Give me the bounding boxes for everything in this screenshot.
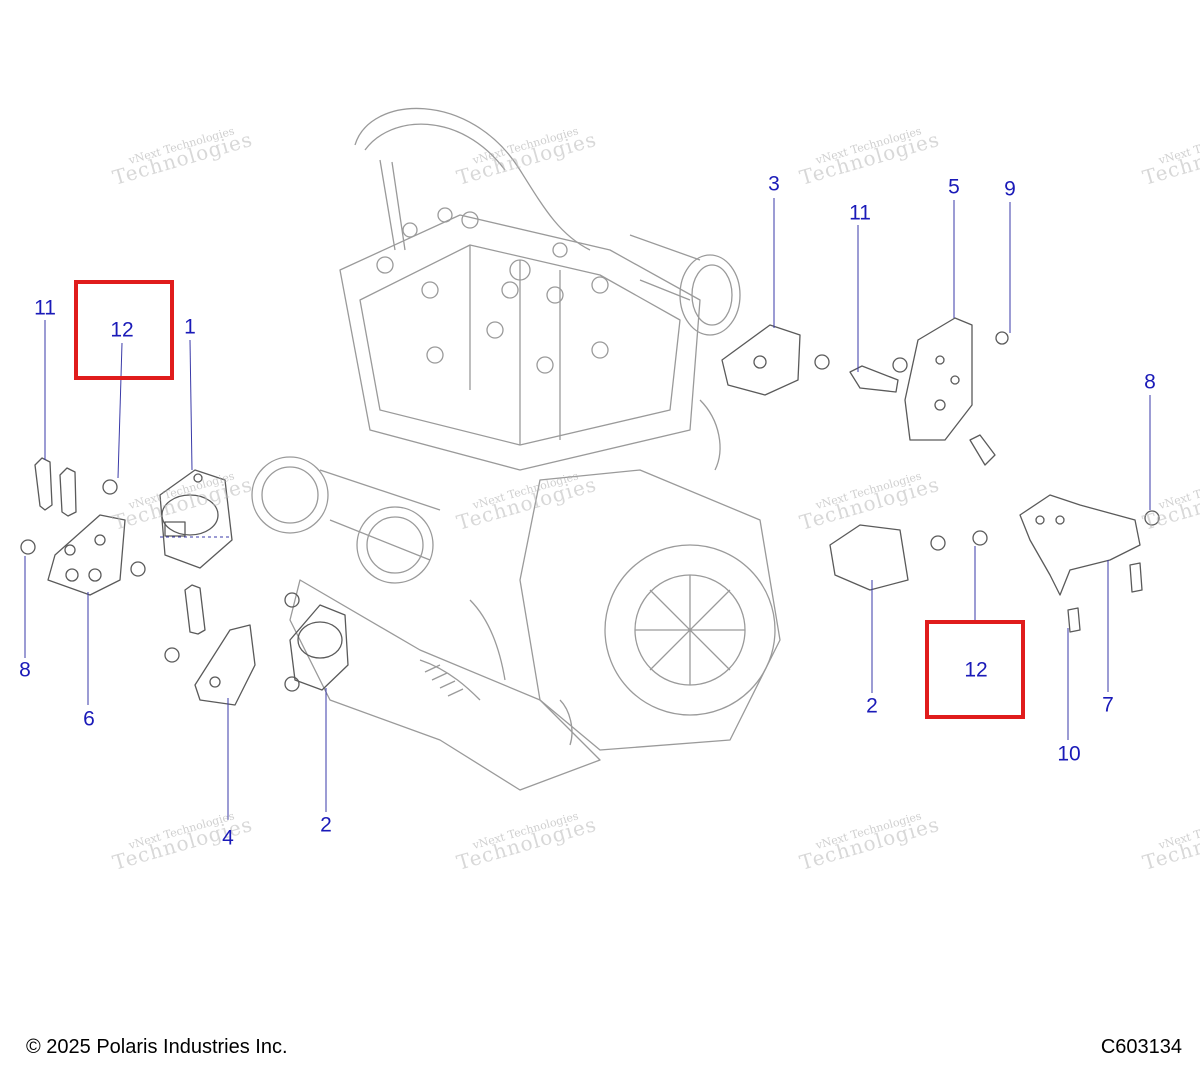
spring: [419, 659, 481, 701]
callout-2[interactable]: 2: [320, 813, 332, 837]
part-8-nut-right: [1144, 510, 1160, 526]
part-12-screw-right: [972, 530, 988, 546]
part-5-bracket: [904, 317, 973, 441]
part-10-stud: [1067, 607, 1081, 633]
callout-8-right[interactable]: 8: [1144, 370, 1156, 394]
exhaust-port: [679, 254, 741, 336]
callout-4[interactable]: 4: [222, 826, 234, 850]
callout-7[interactable]: 7: [1102, 693, 1114, 717]
callout-11[interactable]: 11: [34, 296, 56, 320]
callout-9[interactable]: 9: [1004, 177, 1016, 201]
engine-head-bolts: [376, 207, 609, 374]
diagram-code: C603134: [1100, 1036, 1182, 1058]
callout-2-right[interactable]: 2: [866, 694, 878, 718]
callout-3[interactable]: 3: [768, 172, 780, 196]
callout-12-right[interactable]: 12: [964, 658, 988, 682]
copyright-text: © 2025 Polaris Industries Inc.: [26, 1036, 288, 1058]
highlight-box-left: [74, 280, 174, 380]
part-2-mount: [289, 604, 349, 691]
callout-5[interactable]: 5: [948, 175, 960, 199]
part-11-bolt-right: [849, 365, 899, 393]
engine-block-outline: [339, 214, 701, 471]
part-8-nut: [20, 539, 36, 555]
callout-1[interactable]: 1: [184, 315, 196, 339]
part-9-screw: [995, 331, 1009, 345]
part-11-bolt-2: [59, 467, 77, 517]
part-12-screw: [102, 479, 118, 495]
callout-12[interactable]: 12: [110, 318, 134, 342]
throttle-body-left: [251, 456, 329, 534]
callout-8[interactable]: 8: [19, 658, 31, 682]
callout-10[interactable]: 10: [1057, 742, 1081, 766]
highlight-box-right: [925, 620, 1025, 719]
part-4-bolt: [184, 584, 206, 635]
part-6-bracket: [47, 514, 126, 596]
crankcase-outline: [519, 469, 781, 751]
leader-lines: [24, 198, 1151, 820]
part-2-right-mount: [829, 524, 909, 591]
part-11-bolt: [34, 457, 53, 511]
throttle-body-right: [356, 506, 434, 584]
callout-6[interactable]: 6: [83, 707, 95, 731]
part-7-bracket: [1019, 494, 1141, 596]
part-3-mount: [721, 324, 801, 396]
engine-hose: [379, 159, 406, 251]
callout-11-right[interactable]: 11: [849, 201, 871, 225]
part-4-bracket: [194, 624, 256, 706]
engine-hose: [354, 107, 591, 251]
clutch-cover: [604, 544, 776, 716]
part-1-mount: [159, 469, 233, 569]
